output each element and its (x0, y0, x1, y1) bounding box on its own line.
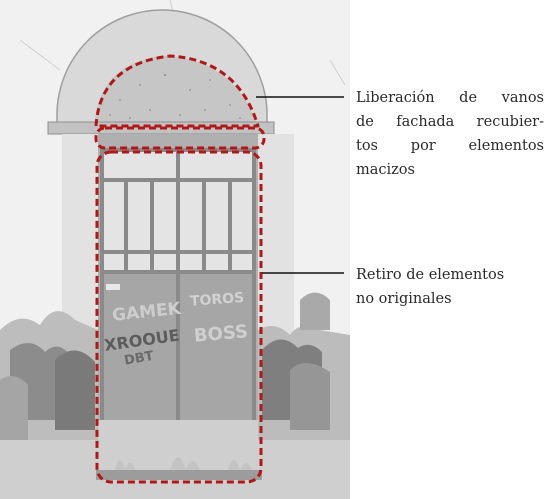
annotation-line: tos por elementos (356, 138, 544, 154)
graffiti-tag-5: BOSS (193, 321, 249, 347)
graffiti-tag-3: DBT (123, 349, 155, 369)
vegetation-right (258, 292, 350, 440)
annotation-label-removal: Retiro de elementos no originales (356, 263, 544, 311)
annotation-label-liberation: Liberación de vanos de fachada recubier-… (356, 86, 544, 182)
annotation-line: Liberación de vanos (356, 90, 544, 106)
vegetation-left (0, 311, 98, 440)
arch-inner-fill (94, 56, 258, 128)
annotation-line: no originales (356, 291, 452, 307)
dashed-outline-door (95, 150, 263, 484)
dashed-outline-transom (94, 126, 266, 150)
annotation-line: Retiro de elementos (356, 267, 505, 283)
annotation-line: macizos (356, 162, 415, 178)
pilaster-left (62, 134, 98, 339)
door-small-sign (106, 284, 120, 290)
pilaster-right (258, 134, 294, 339)
dashed-outline-arch-infill (94, 54, 260, 128)
arch-infill-texture (109, 73, 241, 119)
plants-at-door-base (115, 457, 252, 470)
door-sill (96, 470, 262, 480)
graffiti-tag-4: TOROS (190, 290, 245, 310)
annotation-line: de fachada recubier- (356, 114, 544, 130)
